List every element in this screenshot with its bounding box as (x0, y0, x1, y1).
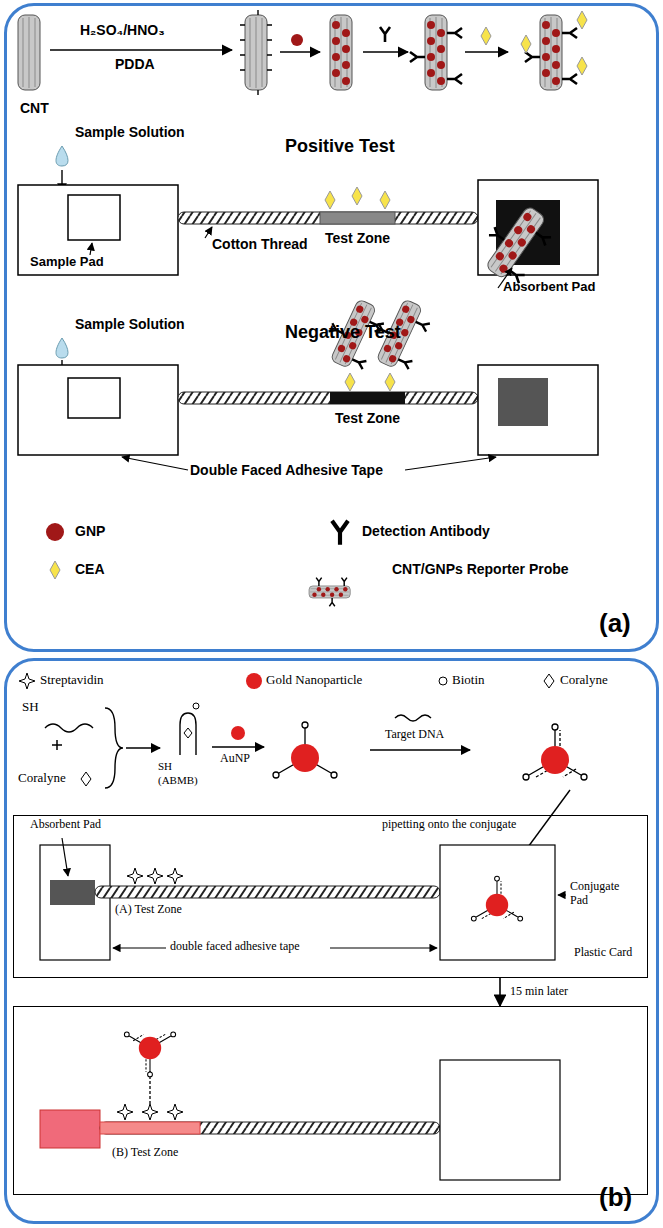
node-text: (b) (599, 1183, 632, 1213)
legend-text: Detection Antibody (362, 523, 490, 539)
legend-text: Biotin (452, 673, 485, 688)
functionalization-row (18, 10, 587, 95)
text-label: Positive Test (285, 136, 395, 157)
text-label: Target DNA (385, 728, 444, 742)
edge-label: 15 min later (508, 985, 570, 999)
text-label: Coralyne (18, 771, 66, 786)
probe-synthesis (45, 703, 587, 862)
legend-text: Gold Nanoparticle (266, 673, 362, 688)
lower-strip (40, 1032, 560, 1180)
legend-text: GNP (75, 523, 105, 539)
text-label: PDDA (115, 56, 155, 72)
legend-text: CEA (75, 561, 105, 577)
flow-arrow (499, 978, 501, 1006)
legend-text: Coralyne (560, 673, 608, 688)
text-label: Negative Test (285, 322, 401, 343)
text-label: SH (22, 700, 39, 715)
text-label: Test Zone (325, 230, 390, 246)
text-label: (A) Test Zone (115, 903, 182, 917)
node-text: (a) (599, 609, 631, 639)
text-label: CNT (20, 100, 49, 116)
text-label: Test Zone (335, 410, 400, 426)
text-label: H₂SO₄/HNO₃ (80, 22, 165, 38)
negative-strip (18, 293, 598, 470)
node-text: Plastic Card (574, 946, 632, 960)
text-label: (ABMB) (158, 774, 198, 787)
text-label: Cotton Thread (212, 236, 308, 252)
text-label: Sample Pad (30, 255, 104, 270)
text-label: AuNP (220, 752, 250, 766)
panel-frame: (b) Plastic Card (B) Test Zone (4, 658, 659, 1224)
legend-text: Streptavidin (40, 673, 104, 688)
card-frame: (B) Test Zone (13, 1006, 648, 1195)
text-label: Double Faced Adhesive Tape (190, 462, 383, 478)
text-label: Absorbent Pad (30, 818, 101, 832)
text-label: SH (158, 760, 172, 773)
text-label: pipetting onto the conjugate (382, 818, 516, 832)
text-label: Conjugate Pad (570, 880, 640, 908)
legend-text: CNT/GNPs Reporter Probe (392, 561, 569, 577)
upper-strip (40, 838, 566, 960)
positive-strip (18, 146, 598, 288)
text-label: Sample Solution (75, 124, 185, 140)
card-frame: Plastic Card (13, 815, 648, 978)
text-label: Sample Solution (75, 316, 185, 332)
text-label: Absorbent Pad (503, 280, 595, 295)
legend-samples (19, 521, 554, 689)
text-label: double faced adhesive tape (170, 940, 300, 954)
node-text: (B) Test Zone (112, 1146, 178, 1160)
